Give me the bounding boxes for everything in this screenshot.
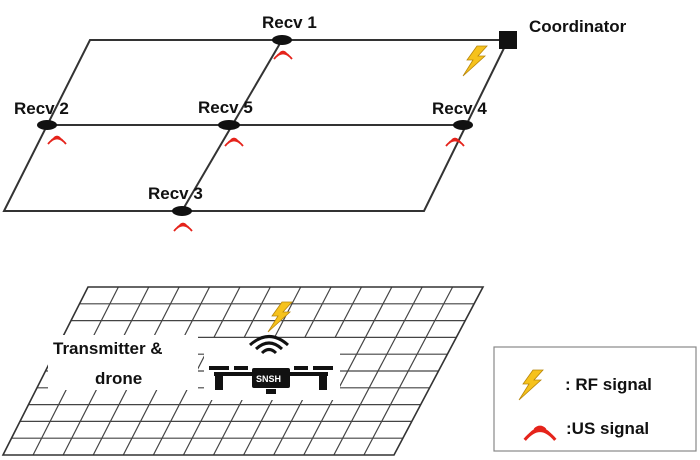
coordinator-rf-bolt-icon [462, 45, 488, 77]
transmitter-label-line1: Transmitter & [53, 339, 163, 358]
recv1-node [272, 35, 292, 45]
receiver-plane [2, 39, 510, 212]
recv3-label: Recv 3 [148, 184, 203, 203]
coordinator-label: Coordinator [529, 17, 627, 36]
recv2-node [37, 120, 57, 130]
quadcopter-drone-icon: SNSH [204, 335, 340, 400]
legend-rf-label: : RF signal [565, 375, 652, 394]
legend-box [493, 346, 697, 452]
recv1-label: Recv 1 [262, 13, 317, 32]
transmitter-grid-outline [1, 286, 485, 456]
legend-us-label: :US signal [566, 419, 649, 438]
recv3-node [172, 206, 192, 216]
recv2-ultrasound-wave-icon [47, 135, 67, 145]
recv4-node [453, 120, 473, 130]
recv4-ultrasound-wave-icon [445, 137, 465, 147]
transmitter-label-line2: drone [95, 369, 142, 388]
coordinator-node [499, 31, 517, 49]
recv4-label: Recv 4 [432, 99, 487, 118]
recv5-label: Recv 5 [198, 98, 253, 117]
transmitter-label-backing [48, 335, 198, 390]
recv2-label: Recv 2 [14, 99, 69, 118]
legend: : RF signal :US signal [493, 346, 697, 452]
recv1-ultrasound-wave-icon [273, 50, 293, 60]
recv5-node [218, 120, 240, 130]
drone-badge-text: SNSH [256, 374, 281, 384]
receiver-plane-outline [2, 39, 510, 212]
recv5-ultrasound-wave-icon [224, 137, 244, 147]
recv3-ultrasound-wave-icon [173, 222, 193, 232]
